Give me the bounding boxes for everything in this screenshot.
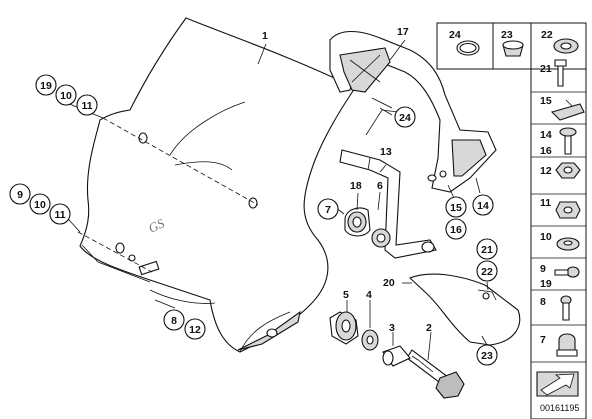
callout-11a: 11 [76,94,98,116]
part-number-label: 12 [540,165,552,177]
part-number-label: 15 [450,202,462,214]
label-6: 6 [377,180,383,192]
part-number-label: 11 [54,209,65,221]
part-number-label: 22 [481,266,493,278]
callout-11b: 11 [49,203,71,225]
callout-7: 7 [317,198,339,220]
part-number-label: 19 [40,80,52,92]
long-bolt [406,349,465,399]
part-number-label: 24 [449,29,461,41]
part-number-label: 8 [171,315,177,327]
part-number-label: 21 [540,63,552,75]
label-17: 17 [397,26,409,38]
callout-16: 16 [445,218,467,240]
part-number-label: 9 [17,189,23,201]
label-18: 18 [350,180,362,192]
part-number-label: 10 [60,90,72,102]
part-number-label: 7 [540,334,546,346]
label-13: 13 [380,146,392,158]
part-number-label: 24 [399,112,411,124]
part-number-label: 7 [325,204,331,216]
label-1: 1 [262,30,268,42]
label-4: 4 [366,289,372,301]
callout-15: 15 [445,196,467,218]
adjuster-knob [344,207,371,237]
callout-10a: 10 [55,84,77,106]
part-number-label: 14 [477,200,489,212]
callout-9: 9 [9,183,31,205]
bracket-arm [339,149,437,259]
label-5: 5 [343,289,349,301]
spacer [382,345,411,367]
windshield-logo: GS [146,215,167,236]
side-cover [408,273,521,346]
callout-8: 8 [163,309,185,331]
part-number-label: 16 [450,224,462,236]
part-number-label: 14 [540,129,552,141]
part-number-label: 9 [540,263,546,275]
cap-nut-icon [558,333,576,351]
clip-nut-icon [550,103,585,121]
callout-12: 12 [184,318,206,340]
windshield: GS [79,17,356,353]
part-number-label: 23 [501,29,513,41]
bushing [329,311,359,345]
part-number-label: 12 [189,324,201,336]
part-number-label: 11 [81,100,92,112]
part-number-label: 10 [540,231,552,243]
screw-icon [554,59,567,67]
label-2: 2 [426,322,432,334]
callout-19: 19 [35,74,57,96]
callout-24: 24 [394,106,416,128]
callout-23: 23 [476,344,498,366]
label-3: 3 [389,322,395,334]
legend-cell-24 [436,22,494,70]
diagram-code: 00161195 [540,403,579,413]
top-bracket [329,30,497,193]
callout-10b: 10 [29,193,51,215]
parts-legend: 24 23 22 21 15 14 16 12 [436,22,587,419]
grommet [361,329,379,351]
part-number-label: 16 [540,145,552,157]
part-number-label: 15 [540,95,552,107]
part-number-label: 19 [540,278,552,290]
washer [371,228,391,248]
part-number-label: 22 [541,29,553,41]
callout-22: 22 [476,260,498,282]
label-20: 20 [383,277,395,289]
part-number-label: 8 [540,296,546,308]
pan-screw-icon [566,266,580,278]
direction-arrow-icon [540,373,575,396]
flange-screw-icon [559,127,577,137]
part-number-label: 23 [481,350,493,362]
callout-14: 14 [472,194,494,216]
part-number-label: 11 [540,197,551,209]
part-number-label: 21 [481,244,493,256]
part-number-label: 10 [34,199,46,211]
leader-lines [154,39,489,361]
callout-21: 21 [476,238,498,260]
